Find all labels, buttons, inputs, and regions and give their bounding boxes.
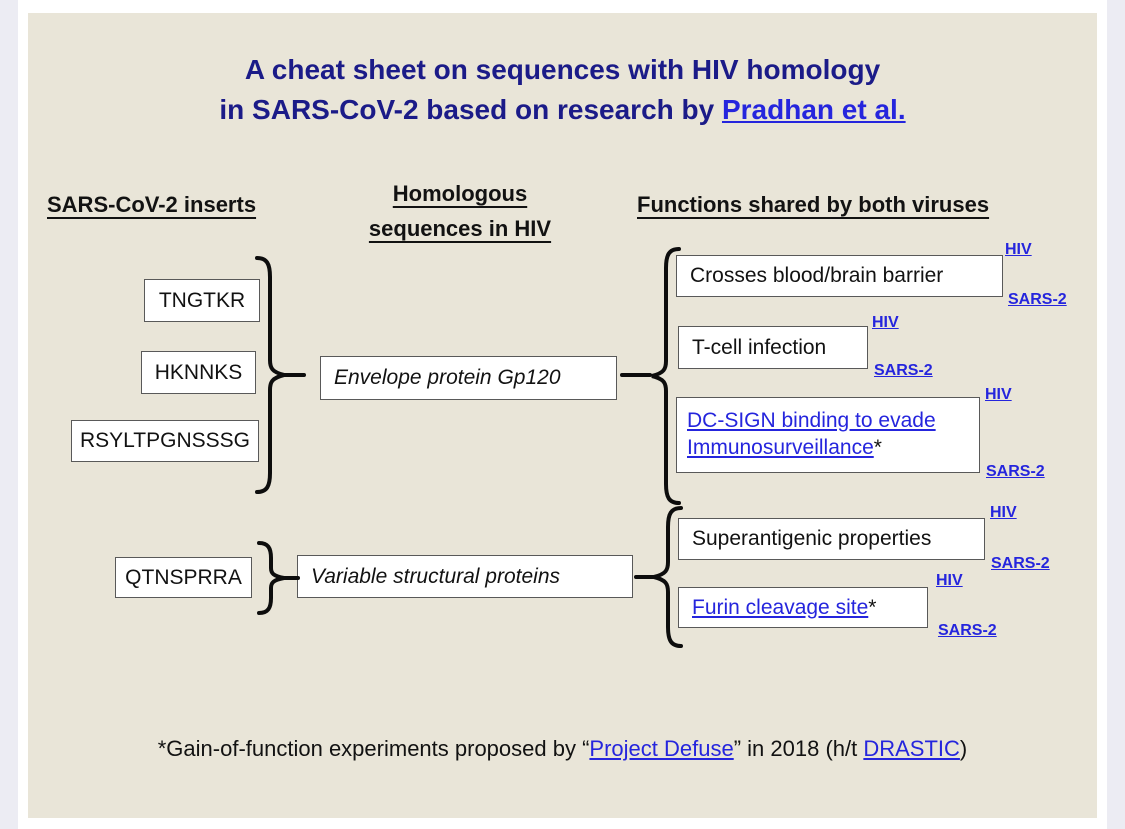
footer-suffix: ) [959, 736, 968, 761]
connector-gp120-to-functions [620, 373, 652, 377]
left-gutter [0, 0, 18, 829]
insert-box-hknnks: HKNNKS [141, 351, 256, 394]
header-homologous-sequences: Homologous sequences in HIV [338, 176, 582, 246]
pradhan-link[interactable]: Pradhan et al. [721, 94, 906, 125]
header-sars-cov-2-inserts: SARS-CoV-2 inserts [47, 192, 257, 217]
dc-sign-link[interactable]: DC-SIGN binding to evade Immunosurveilla… [687, 409, 936, 459]
hiv-sequence-box-gp120: Envelope protein Gp120 [320, 356, 617, 400]
connector-qtnsprra-to-variable [280, 576, 300, 580]
insert-box-tngtkr: TNGTKR [144, 279, 260, 322]
connector-inserts-to-gp120 [282, 373, 306, 377]
function-box-dc-sign: DC-SIGN binding to evade Immunosurveilla… [676, 397, 980, 473]
header-homologous-line2: sequences in HIV [368, 216, 552, 241]
right-gutter [1107, 0, 1125, 829]
title-text-1: A cheat sheet on sequences with HIV homo… [244, 54, 881, 85]
sars2-link-blood-brain[interactable]: SARS-2 [1008, 291, 1067, 308]
function-box-t-cell-infection: T-cell infection [678, 326, 868, 369]
dc-sign-asterisk: * [873, 436, 882, 459]
page-title: A cheat sheet on sequences with HIV homo… [28, 50, 1097, 130]
sars2-link-superantigenic[interactable]: SARS-2 [991, 555, 1050, 572]
title-line-2: in SARS-CoV-2 based on research by Pradh… [28, 90, 1097, 130]
brace-functions-group-1 [651, 247, 681, 505]
header-functions-shared: Functions shared by both viruses [637, 192, 990, 217]
hiv-link-furin[interactable]: HIV [936, 572, 963, 589]
connector-variable-to-functions [634, 575, 656, 579]
insert-box-qtnsprra: QTNSPRRA [115, 557, 252, 598]
insert-box-rsyltpgnsssg: RSYLTPGNSSSG [71, 420, 259, 462]
sars2-link-dc-sign[interactable]: SARS-2 [986, 463, 1045, 480]
function-box-blood-brain-barrier: Crosses blood/brain barrier [676, 255, 1003, 297]
title-text-2: in SARS-CoV-2 based on research by [219, 94, 722, 125]
sars2-link-t-cell[interactable]: SARS-2 [874, 362, 933, 379]
hiv-sequence-box-variable-proteins: Variable structural proteins [297, 555, 633, 598]
footer-note: *Gain-of-function experiments proposed b… [28, 736, 1097, 762]
project-defuse-link[interactable]: Project Defuse [589, 736, 734, 761]
function-box-furin-cleavage: Furin cleavage site* [678, 587, 928, 628]
drastic-link[interactable]: DRASTIC [863, 736, 960, 761]
furin-asterisk: * [868, 595, 877, 619]
title-line-1: A cheat sheet on sequences with HIV homo… [28, 50, 1097, 90]
hiv-link-superantigenic[interactable]: HIV [990, 504, 1017, 521]
sars2-link-furin[interactable]: SARS-2 [938, 622, 997, 639]
footer-mid: ” in 2018 (h/t [733, 736, 864, 761]
furin-cleavage-link[interactable]: Furin cleavage site [692, 595, 869, 619]
function-box-superantigenic: Superantigenic properties [678, 518, 985, 560]
header-homologous-line1: Homologous [392, 181, 528, 206]
hiv-link-dc-sign[interactable]: HIV [985, 386, 1012, 403]
hiv-link-t-cell[interactable]: HIV [872, 314, 899, 331]
hiv-link-blood-brain[interactable]: HIV [1005, 241, 1032, 258]
footer-prefix: *Gain-of-function experiments proposed b… [157, 736, 590, 761]
